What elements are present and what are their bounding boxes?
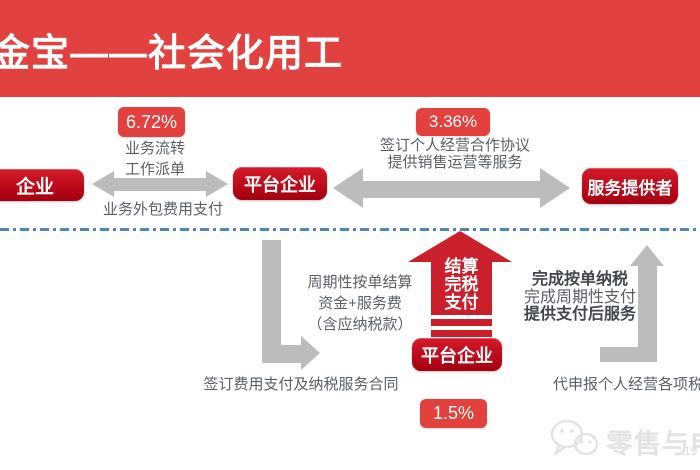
rate-badge-left: 6.72%	[118, 107, 185, 137]
enterprise-box: 企业	[0, 169, 84, 201]
settlement-line3: （含应纳税款）	[307, 316, 413, 333]
arrow-shaft	[431, 260, 492, 315]
page-number: 19	[684, 444, 698, 458]
watermark-brand: 零售与电商	[606, 429, 700, 459]
right-link-label-above: 签订个人经营合作协议 提供销售运营等服务	[370, 137, 540, 171]
settlement-line2: 资金+服务费	[318, 295, 402, 312]
left-link-label-above: 业务流转 工作派单	[105, 138, 205, 180]
left-link-line1: 业务流转	[124, 140, 185, 157]
page-title: 金宝——社会化用工	[0, 33, 344, 75]
arrowhead-up-icon	[630, 245, 664, 266]
contract-note-left: 签订费用支付及纳税服务合同	[203, 376, 399, 393]
tax-note-line2: 完成周期性支付	[523, 288, 636, 306]
dashed-divider	[0, 228, 700, 231]
tax-note-line3: 提供支付后服务	[523, 306, 636, 323]
arrow-shaft	[638, 264, 657, 362]
red-arrow-label: 结算 完税 支付	[431, 258, 492, 312]
platform-box-top: 平台企业	[233, 167, 327, 200]
left-link-line2: 工作派单	[124, 161, 185, 178]
header-band: 金宝——社会化用工	[0, 0, 700, 97]
settlement-line1: 周期性按单结算	[307, 274, 413, 291]
arrow-shaft	[361, 181, 543, 198]
red-arrow-line1: 结算	[444, 257, 479, 276]
right-link-line2: 提供销售运营等服务	[387, 154, 523, 171]
arrow-stripe	[431, 319, 492, 326]
right-link-line1: 签订个人经营合作协议	[379, 137, 530, 154]
tax-note-line1: 完成按单纳税	[531, 271, 628, 288]
provider-box: 服务提供者	[582, 168, 678, 204]
arrow-shaft	[113, 178, 207, 191]
arrow-shaft	[262, 345, 302, 363]
arrowhead-right-icon	[301, 336, 320, 370]
platform-box-bottom: 平台企业	[412, 338, 502, 371]
rate-badge-bottom: 1.5%	[420, 399, 487, 428]
left-link-label-below: 业务外包费用支付	[102, 201, 223, 218]
red-arrow-line2: 完税	[444, 275, 479, 294]
contract-note-right: 代申报个人经营各项税费	[553, 376, 700, 393]
arrowhead-left-icon	[333, 168, 363, 208]
arrowhead-right-icon	[540, 168, 570, 208]
settlement-note: 周期性按单结算 资金+服务费 （含应纳税款）	[285, 272, 435, 335]
rate-badge-right: 3.36%	[416, 108, 490, 136]
wechat-icon	[550, 418, 599, 465]
arrow-stripe	[431, 330, 492, 337]
red-arrow-line3: 支付	[444, 293, 479, 312]
watermark: 零售与电商	[550, 418, 700, 465]
arrowhead-left-icon	[92, 171, 114, 197]
arrow-shaft	[262, 240, 281, 363]
tax-note: 完成按单纳税 完成周期性支付 提供支付后服务	[505, 271, 655, 324]
arrowhead-up-icon	[408, 231, 512, 262]
arrowhead-right-icon	[206, 171, 228, 197]
